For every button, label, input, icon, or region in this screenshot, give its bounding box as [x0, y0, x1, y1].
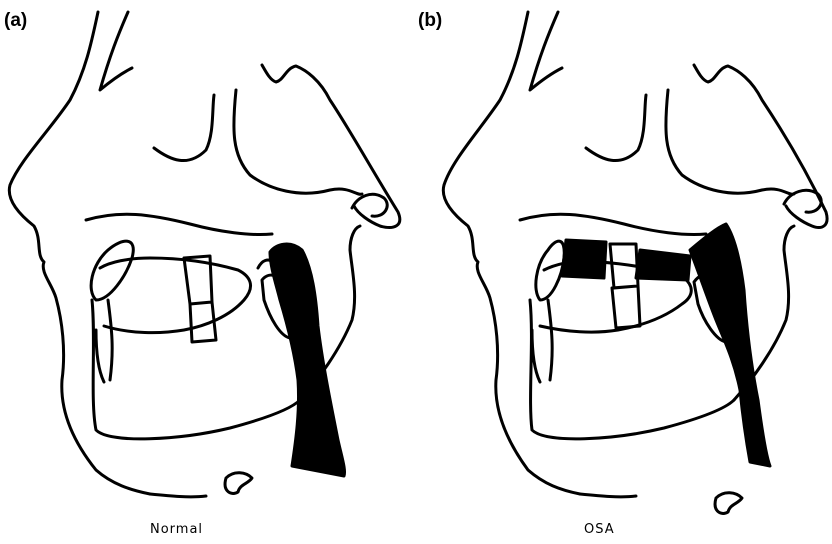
panel-a-nasal-line — [100, 12, 132, 90]
panel-a-sella — [154, 95, 214, 161]
panel-a-airway — [270, 244, 345, 476]
panel-b-hyoid-bone — [715, 493, 742, 514]
panel-b-drawing — [443, 12, 827, 513]
panel-a-skull-base — [234, 90, 362, 194]
panel-a-facial-profile — [9, 12, 150, 494]
panel-b-upper-incisor — [536, 241, 564, 300]
panel-b-nasal-line — [530, 12, 562, 90]
panel-b-facial-profile — [443, 12, 580, 494]
panel-b-palatal-band — [636, 250, 690, 280]
panel-b-sella — [586, 95, 646, 161]
panel-a-tongue — [100, 258, 251, 333]
panel-b-skull-base — [666, 90, 794, 194]
panel-b-palate — [520, 214, 706, 234]
panel-a-drawing — [9, 12, 399, 497]
panel-b-neck-line — [580, 494, 636, 497]
panel-a-hyoid-bone — [225, 473, 252, 494]
panel-a-upper-incisor — [91, 241, 133, 300]
panel-b-airway — [690, 224, 770, 466]
panel-a-mandible — [92, 300, 300, 439]
panel-b-mandible — [530, 300, 734, 439]
panel-a-occipital — [262, 65, 400, 227]
panel-b-occipital — [694, 65, 827, 227]
panel-a-neck-line — [150, 494, 206, 497]
panel-b-tongue-band — [562, 240, 606, 278]
panel-a-palate — [86, 214, 272, 234]
panel-b-hyoid-column — [610, 244, 640, 328]
